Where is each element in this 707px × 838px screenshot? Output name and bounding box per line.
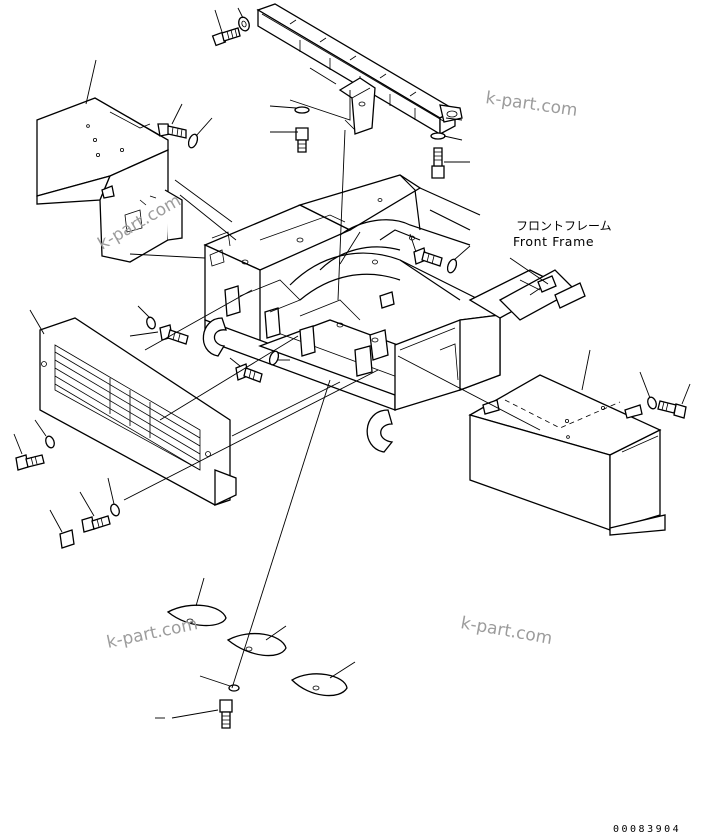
- left-cover-part: [36, 97, 183, 263]
- left-cover-washer: [187, 133, 199, 149]
- right-bolt: [431, 147, 445, 179]
- frame-name-en: Front Frame: [513, 234, 594, 249]
- right-hook-part: [366, 409, 394, 453]
- frame-name-jp: フロントフレーム: [516, 219, 612, 233]
- bottom-bolt: [219, 699, 233, 729]
- right-cover-bolt: [657, 400, 687, 419]
- bottom-plate-left: [166, 604, 227, 627]
- grille-bolt-1: [15, 454, 45, 471]
- grille-washer-2: [110, 503, 120, 517]
- right-cover-part: [468, 374, 666, 536]
- mid-bolt: [295, 127, 309, 153]
- front-grille-part: [39, 317, 237, 507]
- mid-washer: [294, 106, 310, 114]
- right-cover-washer: [647, 396, 657, 410]
- left-hook-part: [202, 317, 227, 357]
- frame-washer: [446, 258, 458, 274]
- document-code: 00083904: [613, 824, 681, 835]
- bottom-plate-center: [226, 632, 287, 657]
- leader-lines: [13, 7, 691, 719]
- frame-bolt: [413, 247, 443, 267]
- bottom-plate-right: [290, 673, 348, 697]
- lower-bolt: [235, 363, 263, 383]
- watermark-text: k-part.com: [484, 88, 578, 121]
- watermark-text: k-part.com: [459, 613, 554, 649]
- frame-left-washer: [146, 316, 156, 330]
- hanging-bracket-part: [338, 77, 376, 135]
- front-frame-part: [203, 174, 586, 411]
- top-crossbar-part: [256, 3, 463, 136]
- left-cover-bolt: [157, 123, 187, 139]
- top-washer: [238, 16, 250, 32]
- grille-bolt-2: [81, 515, 111, 533]
- lower-washer: [268, 350, 280, 366]
- grille-nut: [59, 529, 75, 549]
- right-washer: [430, 132, 446, 140]
- grille-washer-1: [45, 435, 55, 449]
- top-bolt: [211, 27, 241, 47]
- bottom-washer: [228, 684, 240, 692]
- watermark-text: k-part.com: [105, 614, 200, 653]
